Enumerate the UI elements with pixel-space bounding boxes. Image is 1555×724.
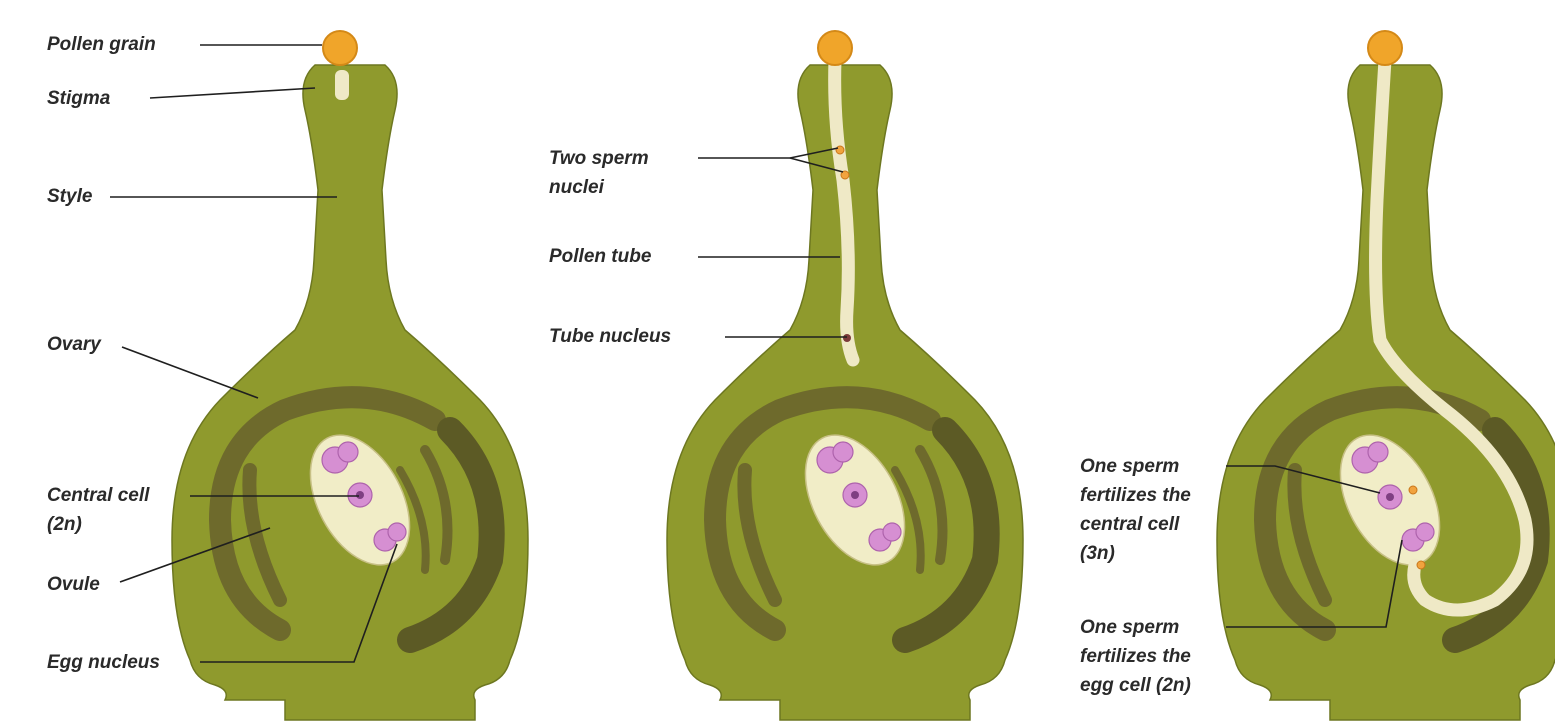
stage-2-pistil (667, 31, 1023, 720)
label-central-cell-ploidy: (2n) (47, 510, 82, 539)
label-egg-fert-line3: egg cell (2n) (1080, 671, 1191, 700)
label-two-sperm-line1: Two sperm (549, 144, 649, 173)
label-central-fert-line3: central cell (1080, 510, 1179, 539)
pollen-grain-3 (1368, 31, 1402, 65)
pollen-grain-2 (818, 31, 852, 65)
stage-1-pistil (172, 31, 528, 720)
label-egg-fert-line2: fertilizes the (1080, 642, 1191, 671)
label-tube-nucleus: Tube nucleus (549, 322, 671, 351)
label-pollen-tube: Pollen tube (549, 242, 651, 271)
label-pollen-grain: Pollen grain (47, 30, 156, 59)
label-central-fert-line2: fertilizes the (1080, 481, 1191, 510)
label-ovule: Ovule (47, 570, 100, 599)
label-style: Style (47, 182, 92, 211)
label-ovary: Ovary (47, 330, 101, 359)
label-egg-fert-line1: One sperm (1080, 613, 1179, 642)
label-two-sperm-line2: nuclei (549, 173, 604, 202)
label-stigma: Stigma (47, 84, 110, 113)
stage-3-pistil (1217, 31, 1555, 720)
label-central-fert-line4: (3n) (1080, 539, 1115, 568)
pollen-grain-1 (323, 31, 357, 65)
label-central-fert-line1: One sperm (1080, 452, 1179, 481)
label-central-cell: Central cell (47, 481, 149, 510)
label-egg-nucleus: Egg nucleus (47, 648, 160, 677)
